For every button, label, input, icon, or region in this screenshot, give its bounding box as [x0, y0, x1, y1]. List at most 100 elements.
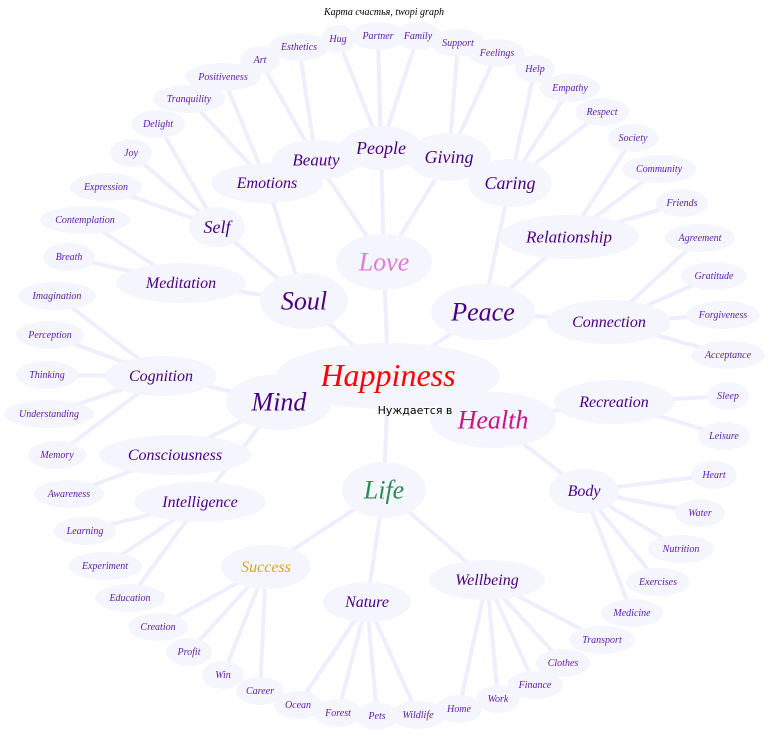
node-tranquility[interactable]: Tranquility — [153, 85, 225, 113]
node-leisure[interactable]: Leisure — [698, 422, 750, 450]
node-home[interactable]: Home — [436, 695, 482, 723]
node-medicine[interactable]: Medicine — [601, 599, 663, 627]
node-label: Memory — [39, 450, 74, 461]
node-creation[interactable]: Creation — [128, 613, 188, 641]
node-memory[interactable]: Memory — [28, 441, 86, 469]
node-recreation[interactable]: Recreation — [554, 380, 674, 424]
node-gratitude[interactable]: Gratitude — [681, 262, 747, 290]
node-forgiveness[interactable]: Forgiveness — [686, 301, 760, 329]
node-label: Self — [204, 217, 234, 237]
node-label: Emotions — [236, 175, 297, 192]
node-label: Recreation — [578, 394, 649, 411]
node-shape — [707, 382, 749, 410]
node-family[interactable]: Family — [394, 22, 442, 50]
node-label: Creation — [140, 622, 175, 633]
node-love[interactable]: Love — [336, 234, 432, 290]
node-empathy[interactable]: Empathy — [540, 74, 600, 102]
node-awareness[interactable]: Awareness — [34, 480, 104, 508]
node-imagination[interactable]: Imagination — [18, 282, 96, 310]
node-intelligence[interactable]: Intelligence — [134, 482, 266, 522]
graph-title: Карта счастья, twopi graph — [323, 7, 444, 18]
node-partner[interactable]: Partner — [351, 22, 405, 50]
node-shape — [274, 691, 322, 719]
node-hug[interactable]: Hug — [321, 25, 355, 53]
node-finance[interactable]: Finance — [507, 671, 563, 699]
node-nature[interactable]: Nature — [323, 582, 411, 622]
node-happiness[interactable]: Happiness — [276, 343, 500, 409]
node-friends[interactable]: Friends — [656, 189, 708, 217]
node-delight[interactable]: Delight — [131, 110, 185, 138]
node-esthetics[interactable]: Esthetics — [269, 33, 329, 61]
node-respect[interactable]: Respect — [575, 98, 629, 126]
node-work[interactable]: Work — [476, 685, 520, 713]
node-label: Awareness — [47, 489, 91, 500]
node-relationship[interactable]: Relationship — [499, 215, 639, 259]
node-label: Wellbeing — [455, 572, 518, 589]
node-wellbeing[interactable]: Wellbeing — [429, 560, 545, 600]
node-label: Support — [442, 38, 474, 49]
node-exercises[interactable]: Exercises — [626, 568, 690, 596]
node-society[interactable]: Society — [608, 124, 658, 152]
node-pets[interactable]: Pets — [356, 702, 398, 730]
node-forest[interactable]: Forest — [314, 699, 362, 727]
node-soul[interactable]: Soul — [260, 273, 348, 329]
node-shape — [99, 435, 251, 475]
node-sleep[interactable]: Sleep — [707, 382, 749, 410]
node-wildlife[interactable]: Wildlife — [390, 701, 446, 729]
node-giving[interactable]: Giving — [407, 133, 491, 181]
node-agreement[interactable]: Agreement — [665, 224, 735, 252]
node-shape — [476, 685, 520, 713]
node-transport[interactable]: Transport — [569, 626, 635, 654]
node-perception[interactable]: Perception — [16, 321, 84, 349]
node-life[interactable]: Life — [342, 462, 426, 518]
node-cognition[interactable]: Cognition — [105, 356, 217, 396]
node-acceptance[interactable]: Acceptance — [691, 341, 765, 369]
node-shape — [134, 482, 266, 522]
node-shape — [260, 273, 348, 329]
node-education[interactable]: Education — [95, 584, 165, 612]
node-mind[interactable]: Mind — [226, 374, 332, 430]
node-positiveness[interactable]: Positiveness — [185, 63, 261, 91]
node-expression[interactable]: Expression — [70, 173, 142, 201]
node-consciousness[interactable]: Consciousness — [99, 435, 251, 475]
node-contemplation[interactable]: Contemplation — [40, 206, 130, 234]
node-meditation[interactable]: Meditation — [116, 263, 246, 303]
node-label: Education — [108, 593, 150, 604]
node-success[interactable]: Success — [221, 545, 311, 589]
node-health[interactable]: Health — [430, 392, 556, 448]
node-shape — [4, 400, 94, 428]
node-body[interactable]: Body — [549, 469, 619, 513]
node-career[interactable]: Career — [236, 677, 284, 705]
node-label: Delight — [142, 119, 173, 130]
node-experiment[interactable]: Experiment — [68, 552, 142, 580]
node-help[interactable]: Help — [515, 55, 555, 83]
node-peace[interactable]: Peace — [431, 284, 535, 340]
node-learning[interactable]: Learning — [54, 517, 116, 545]
node-caring[interactable]: Caring — [468, 159, 552, 207]
node-shape — [515, 55, 555, 83]
node-feelings[interactable]: Feelings — [469, 39, 525, 67]
node-shape — [166, 638, 212, 666]
node-understanding[interactable]: Understanding — [4, 400, 94, 428]
node-heart[interactable]: Heart — [691, 461, 737, 489]
node-profit[interactable]: Profit — [166, 638, 212, 666]
node-label: Breath — [56, 252, 83, 263]
node-connection[interactable]: Connection — [547, 300, 671, 344]
node-joy[interactable]: Joy — [110, 139, 152, 167]
node-nutrition[interactable]: Nutrition — [648, 535, 714, 563]
node-label: Exercises — [638, 577, 677, 588]
node-ocean[interactable]: Ocean — [274, 691, 322, 719]
node-community[interactable]: Community — [622, 155, 696, 183]
node-self[interactable]: Self — [189, 207, 245, 247]
node-people[interactable]: People — [341, 126, 421, 170]
node-win[interactable]: Win — [202, 661, 244, 689]
node-clothes[interactable]: Clothes — [536, 649, 590, 677]
node-thinking[interactable]: Thinking — [16, 361, 78, 389]
node-breath[interactable]: Breath — [43, 243, 95, 271]
node-shape — [116, 263, 246, 303]
node-emotions[interactable]: Emotions — [211, 163, 323, 203]
node-art[interactable]: Art — [240, 46, 280, 74]
node-water[interactable]: Water — [675, 499, 725, 527]
